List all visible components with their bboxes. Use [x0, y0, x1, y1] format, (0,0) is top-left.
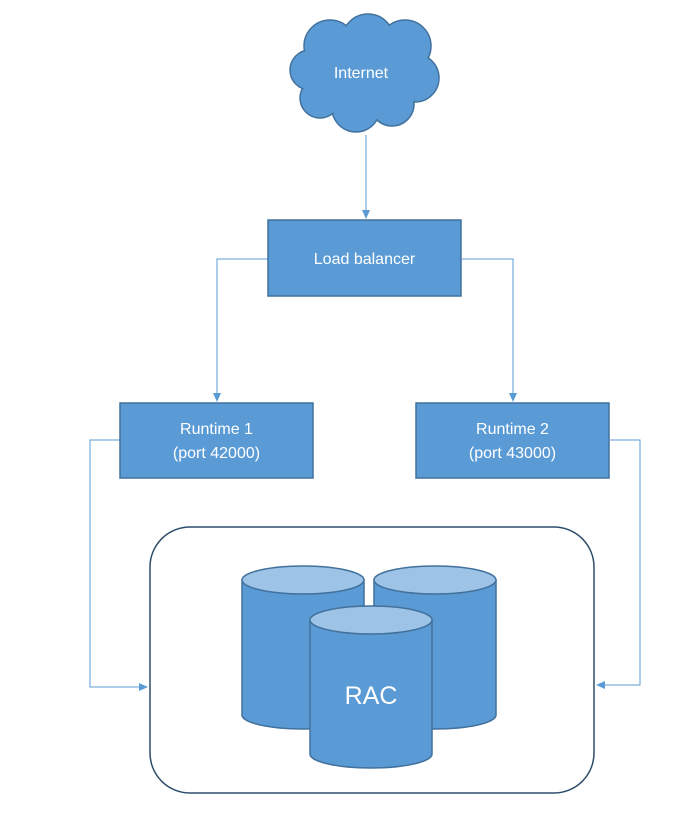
- database-cylinder-front: RAC: [309, 605, 433, 769]
- connector-load-balancer-to-runtime2: [462, 258, 517, 402]
- load-balancer-node: Load balancer: [267, 219, 462, 297]
- load-balancer-label: Load balancer: [314, 251, 416, 268]
- internet-label: Internet: [334, 65, 389, 82]
- runtime1-title: Runtime 1: [180, 421, 253, 438]
- runtime1-port: (port 42000): [173, 445, 260, 462]
- connectors: [89, 135, 641, 691]
- runtime1-node: Runtime 1 (port 42000): [119, 402, 314, 479]
- runtime2-title: Runtime 2: [476, 421, 549, 438]
- connector-runtime1-to-rac: [89, 439, 148, 691]
- runtime2-port: (port 43000): [469, 445, 556, 462]
- connector-runtime2-to-rac: [596, 439, 641, 689]
- connector-load-balancer-to-runtime1: [213, 258, 268, 402]
- internet-cloud: Internet: [289, 13, 440, 133]
- rac-label: RAC: [345, 682, 398, 710]
- runtime2-node: Runtime 2 (port 43000): [415, 402, 610, 479]
